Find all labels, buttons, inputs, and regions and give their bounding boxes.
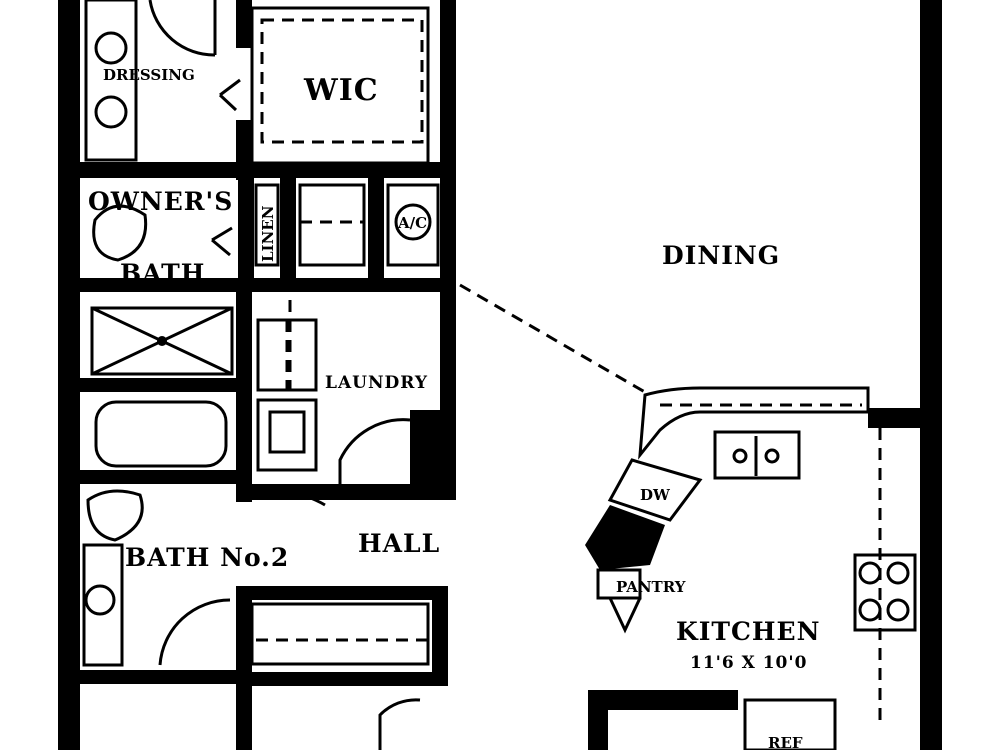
owners-bath	[80, 178, 456, 292]
label-owners-bath-line2: BATH	[120, 259, 205, 288]
room-labels: DRESSING WIC OWNER'S BATH LINEN A/C DINI…	[88, 66, 820, 750]
label-ref: REF	[768, 734, 803, 750]
label-linen: LINEN	[259, 205, 277, 262]
hall-closets	[236, 586, 448, 750]
wic-closet	[250, 6, 430, 165]
label-wic: WIC	[303, 73, 379, 108]
label-pantry: PANTRY	[616, 578, 686, 596]
label-owners-bath-line1: OWNER'S	[88, 187, 233, 216]
label-laundry: LAUNDRY	[325, 373, 428, 393]
laundry	[252, 280, 456, 500]
label-bath-no2: BATH No.2	[125, 543, 289, 572]
bath-no2	[80, 489, 326, 750]
label-kitchen: KITCHEN	[676, 617, 820, 646]
dressing-area	[80, 0, 456, 178]
label-dining: DINING	[662, 241, 780, 270]
label-ac: A/C	[397, 214, 427, 232]
label-hall: HALL	[358, 529, 440, 558]
label-dressing: DRESSING	[103, 66, 195, 84]
exterior-walls	[58, 0, 942, 750]
label-dw: DW	[640, 486, 671, 504]
label-kitchen-dims: 11'6 X 10'0	[690, 653, 807, 673]
shower-and-tub	[80, 292, 252, 502]
kitchen-counter	[459, 283, 928, 750]
